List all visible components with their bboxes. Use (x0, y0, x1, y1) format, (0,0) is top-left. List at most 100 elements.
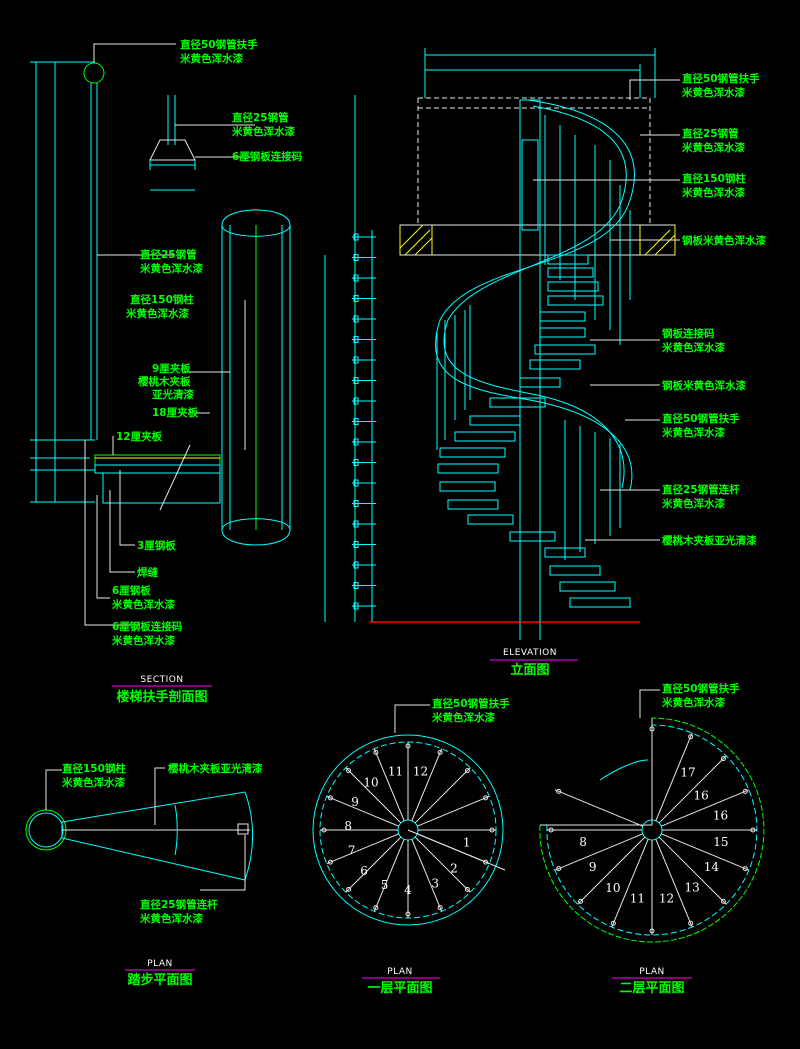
floor2-note-handrail-2: 米黄色浑水漆 (661, 696, 725, 709)
section-break-line (159, 444, 191, 511)
step-number: 6 (360, 864, 368, 878)
elev-note-column-1: 直径150钢柱 (682, 172, 746, 185)
baluster-point (649, 928, 655, 934)
note-steel3: 3厘钢板 (137, 539, 176, 552)
tread-spoke (554, 833, 643, 871)
step-tick-box (353, 541, 359, 548)
tread-spoke (345, 836, 402, 893)
step-tick-box (353, 274, 359, 282)
tread (529, 359, 581, 370)
elev-note-connector-1: 钢板连接码 (662, 327, 715, 340)
tread (534, 344, 596, 355)
tread (569, 597, 631, 608)
tread-spoke (577, 836, 646, 905)
floor2-spokes (547, 725, 757, 935)
tread (467, 514, 514, 525)
step-tick-box (353, 315, 359, 323)
floor1-title: 一层平面图 (367, 981, 432, 996)
baluster-point (373, 749, 379, 755)
tread-spoke (655, 839, 693, 928)
section-subtitle: SECTION (140, 675, 183, 685)
tread (559, 581, 616, 592)
tread (539, 327, 586, 338)
tread-spoke (373, 839, 405, 912)
tread-spoke (414, 836, 471, 893)
baluster-point (720, 898, 726, 904)
note-pipe25-2: 米黄色浑水漆 (231, 125, 295, 138)
tread-spoke (661, 833, 750, 871)
tread-spoke (655, 732, 693, 821)
note-plate-top: 6厘钢板连接码 (232, 150, 303, 163)
step-tick-box (353, 295, 359, 302)
tread (519, 377, 561, 388)
step-number: 12 (413, 764, 428, 778)
floor1-note-handrail-2: 米黄色浑水漆 (431, 711, 495, 724)
floor2-title: 二层平面图 (619, 981, 684, 996)
elevation-step-ticks (352, 233, 376, 610)
step-tick-box (353, 582, 359, 589)
elev-note-rail-2: 米黄色浑水漆 (661, 497, 725, 510)
step-number: 7 (348, 844, 356, 858)
elevation-detail: 直径50钢管扶手 米黄色浑水漆 直径25钢管 米黄色浑水漆 直径150钢柱 米黄… (324, 48, 766, 678)
section-handrail-circle (83, 62, 105, 84)
floor1-note-handrail-1: 直径50钢管扶手 (432, 697, 510, 710)
elev-note-handrail-2: 米黄色浑水漆 (681, 86, 745, 99)
section-notes: 直径50钢管扶手 米黄色浑水漆 直径25钢管 米黄色浑水漆 6厘钢板连接码 直径… (111, 38, 303, 647)
elev-note-steel-plate: 钢板米黄色浑水漆 (682, 234, 766, 247)
tread-spoke (411, 839, 443, 912)
section-leaders (84, 43, 255, 626)
step-number: 4 (404, 883, 412, 897)
elevation-title: 立面图 (510, 662, 549, 678)
baluster-point (321, 827, 327, 833)
elevation-balusters (436, 110, 631, 560)
step-tick-box (353, 336, 359, 343)
baluster-point (610, 920, 616, 926)
baluster-point (720, 756, 726, 762)
baluster-point (489, 827, 495, 833)
tread-note-pipe-1: 直径25钢管连杆 (140, 898, 218, 911)
tread-spoke (554, 789, 643, 827)
baluster-point (750, 827, 756, 833)
tread (439, 447, 506, 458)
elev-note-pipe25-1: 直径25钢管 (682, 127, 739, 140)
step-tick-box (353, 459, 359, 466)
floor1-outer-circle (312, 734, 504, 926)
tread-spoke (345, 767, 402, 824)
elev-note-handrail-b-2: 米黄色浑水漆 (661, 426, 725, 439)
tread-spoke (373, 748, 405, 821)
tread (539, 311, 586, 322)
elevation-column-cap (521, 139, 539, 231)
step-number: 1 (463, 835, 471, 849)
baluster-point (548, 827, 554, 833)
baluster-point (688, 920, 694, 926)
elevation-notes: 直径50钢管扶手 米黄色浑水漆 直径25钢管 米黄色浑水漆 直径150钢柱 米黄… (661, 72, 766, 547)
step-number: 14 (704, 860, 720, 874)
step-number: 15 (713, 835, 728, 849)
step-number: 17 (680, 765, 695, 779)
step-number: 16 (713, 808, 728, 822)
tread (549, 565, 601, 576)
baluster-point (405, 743, 411, 749)
floor2-rail-arc (546, 724, 758, 936)
section-steel-support (102, 472, 221, 504)
tread-plan-title: 踏步平面图 (127, 972, 192, 988)
step-tick-box (353, 479, 359, 487)
section-detail: 直径50钢管扶手 米黄色浑水漆 直径25钢管 米黄色浑水漆 6厘钢板连接码 直径… (30, 38, 303, 705)
baluster-point (483, 795, 489, 801)
tread-plan-subtitle: PLAN (147, 959, 173, 969)
step-tick-box (353, 438, 359, 446)
step-tick-box (353, 520, 359, 528)
tread (489, 397, 546, 408)
step-number: 9 (351, 795, 359, 809)
floor2-outer-arc (539, 717, 765, 943)
baluster-point (437, 749, 443, 755)
step-number: 2 (450, 862, 458, 876)
section-dimension-lines (30, 61, 95, 503)
baluster-point (578, 898, 584, 904)
note-column-2: 米黄色浑水漆 (125, 307, 189, 320)
note-ply18: 18厘夹板 (152, 406, 199, 419)
